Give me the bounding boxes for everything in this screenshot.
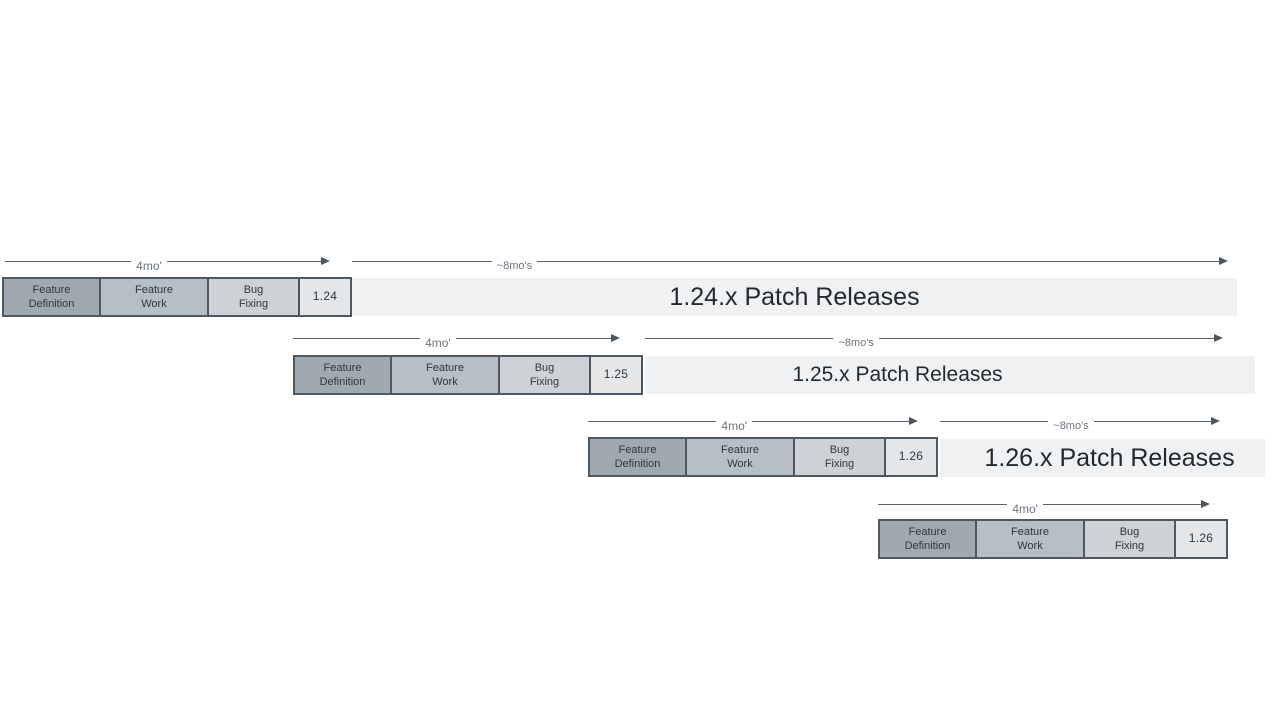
arrowhead-icon — [611, 334, 620, 342]
arrow-line — [1093, 420, 1211, 422]
phase-box-feature-definition: Feature Definition — [2, 277, 101, 317]
arrow-line — [1042, 503, 1201, 505]
release-cycle-boxes: Feature Definition Feature Work Bug Fixi… — [588, 437, 938, 477]
arrowhead-icon — [321, 257, 330, 265]
version-box: 1.26 — [1176, 519, 1228, 559]
release-cycle-boxes: Feature Definition Feature Work Bug Fixi… — [2, 277, 352, 317]
dev-duration-label: 4mo' — [425, 336, 451, 350]
dev-duration-label: 4mo' — [136, 259, 162, 273]
phase-box-feature-definition: Feature Definition — [588, 437, 687, 477]
phase-box-bug-fixing: Bug Fixing — [1085, 519, 1176, 559]
version-box: 1.24 — [300, 277, 352, 317]
dev-duration-label: 4mo' — [721, 419, 748, 433]
arrow-line — [878, 337, 1214, 339]
dev-cycle-duration-arrow: 4mo' — [293, 330, 620, 350]
phase-box-feature-work: Feature Work — [101, 277, 209, 317]
patch-duration-arrow: ~8mo's — [352, 253, 1228, 272]
patch-releases-bar: 1.24.x Patch Releases — [352, 278, 1237, 316]
phase-box-bug-fixing: Bug Fixing — [209, 277, 300, 317]
phase-box-bug-fixing: Bug Fixing — [500, 355, 591, 395]
dev-duration-label: 4mo' — [1012, 502, 1038, 516]
version-box: 1.26 — [886, 437, 938, 477]
patch-releases-bar: 1.25.x Patch Releases — [645, 356, 1255, 394]
dev-cycle-duration-arrow: 4mo' — [878, 496, 1210, 516]
arrow-line — [537, 260, 1219, 262]
arrowhead-icon — [1218, 257, 1228, 265]
arrow-line — [5, 260, 132, 262]
release-cycle-boxes: Feature Definition Feature Work Bug Fixi… — [878, 519, 1228, 559]
arrow-line — [940, 420, 1049, 422]
arrow-line — [752, 420, 909, 422]
phase-box-feature-definition: Feature Definition — [293, 355, 392, 395]
phase-box-feature-work: Feature Work — [687, 437, 795, 477]
arrow-line — [588, 420, 717, 422]
phase-box-bug-fixing: Bug Fixing — [795, 437, 886, 477]
arrow-line — [352, 260, 492, 262]
arrowhead-icon — [909, 417, 918, 425]
phase-box-feature-work: Feature Work — [392, 355, 500, 395]
patch-duration-arrow: ~8mo's — [940, 413, 1220, 432]
patch-duration-label: ~8mo's — [838, 337, 874, 349]
arrowhead-icon — [1214, 334, 1223, 342]
patch-releases-bar: 1.26.x Patch Releases — [940, 439, 1265, 477]
arrow-line — [455, 337, 611, 339]
arrow-line — [645, 337, 834, 339]
phase-box-feature-definition: Feature Definition — [878, 519, 977, 559]
version-box: 1.25 — [591, 355, 643, 395]
patch-duration-label: ~8mo's — [496, 260, 533, 272]
dev-cycle-duration-arrow: 4mo' — [588, 413, 918, 433]
arrowhead-icon — [1201, 500, 1210, 508]
arrowhead-icon — [1210, 417, 1220, 425]
patch-duration-arrow: ~8mo's — [645, 330, 1223, 349]
arrow-line — [293, 337, 421, 339]
release-cycle-boxes: Feature Definition Feature Work Bug Fixi… — [293, 355, 643, 395]
phase-box-feature-work: Feature Work — [977, 519, 1085, 559]
dev-cycle-duration-arrow: 4mo' — [5, 253, 330, 273]
arrow-line — [878, 503, 1008, 505]
patch-duration-label: ~8mo's — [1053, 420, 1089, 432]
arrow-line — [166, 260, 321, 262]
